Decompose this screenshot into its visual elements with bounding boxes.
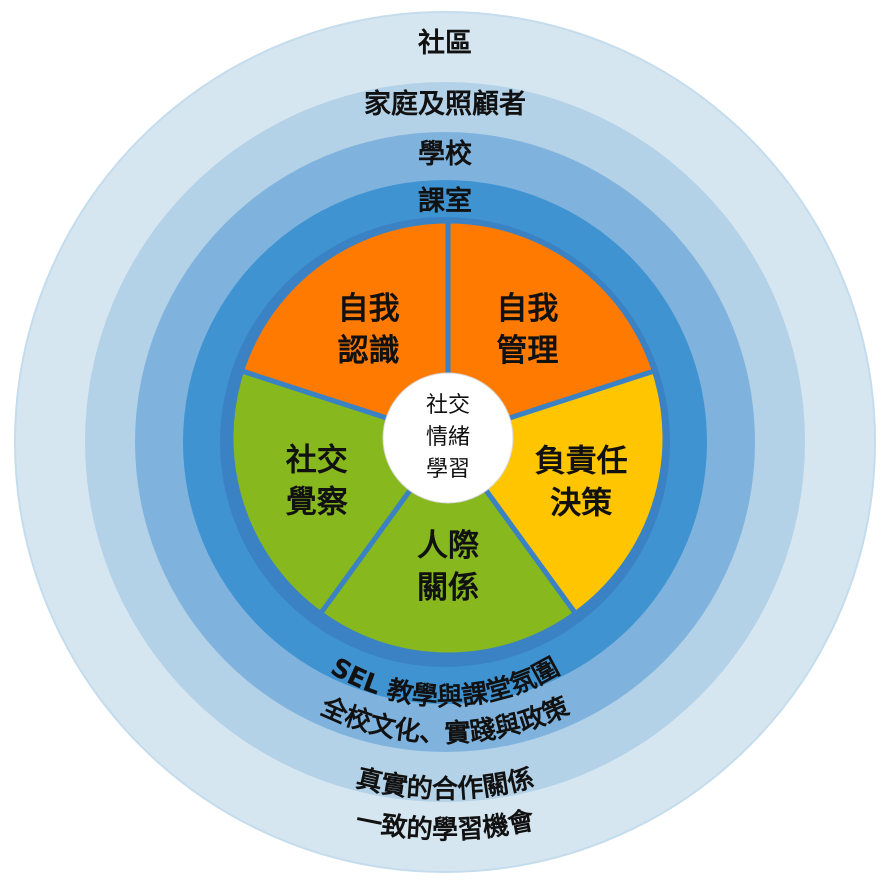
segment-label-self-awareness-line2: 認識 — [338, 333, 400, 369]
family-label: 家庭及照顧者 — [364, 88, 526, 120]
segment-relationship-skills — [316, 433, 580, 658]
segment-label-self-management-line1: 自我 — [496, 291, 558, 327]
center-circle — [382, 372, 514, 504]
center-label-line1: 社交 — [426, 393, 470, 418]
center-label-line2: 情緒 — [426, 425, 470, 450]
segment-label-self-management-line2: 管理 — [496, 333, 558, 369]
school-label: 學校 — [418, 138, 472, 170]
classroom-label: 課室 — [418, 185, 472, 217]
segment-label-responsible-decision-making-line2: 決策 — [550, 485, 612, 521]
segment-label-self-awareness-line1: 自我 — [338, 291, 400, 327]
segment-self-awareness — [238, 218, 451, 442]
segment-label-social-awareness-line2: 覺察 — [286, 485, 349, 521]
segment-label-social-awareness-line1: 社交 — [286, 443, 348, 479]
segment-self-management — [445, 218, 658, 442]
segment-label-relationship-skills-line1: 人際 — [417, 528, 479, 564]
segment-label-relationship-skills-line2: 關係 — [417, 570, 479, 606]
center-label-line3: 學習 — [426, 457, 470, 482]
segment-label-responsible-decision-making-line1: 負責任 — [535, 443, 628, 479]
community-label: 社區 — [418, 27, 472, 59]
